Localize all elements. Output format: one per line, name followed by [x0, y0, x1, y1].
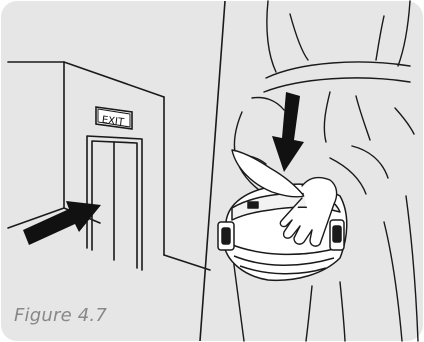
panel-divider	[199, 0, 226, 342]
exit-sign-label: EXIT	[101, 115, 125, 129]
figure-caption: Figure 4.7	[14, 305, 108, 326]
exit-sign: EXIT	[95, 106, 133, 130]
exit-door-scene	[7, 61, 211, 271]
person-figure	[231, 0, 419, 342]
arrow-to-exit-icon	[23, 201, 101, 245]
arrow-down-icon	[272, 92, 304, 172]
hands	[231, 149, 338, 247]
